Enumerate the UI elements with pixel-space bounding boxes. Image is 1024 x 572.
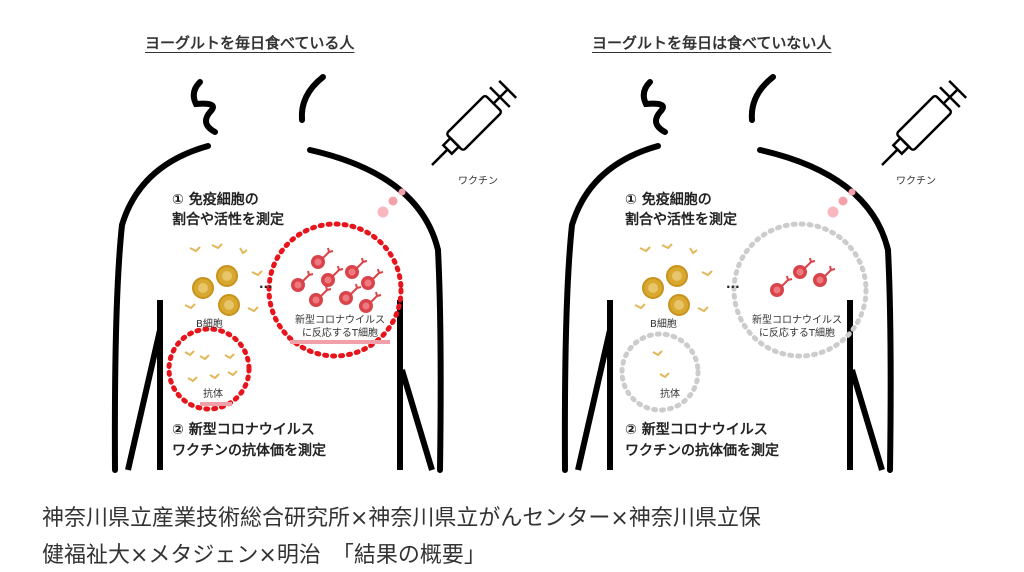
right-t-cell-circle [731,221,869,359]
right-t-cell-label: 新型コロナウイルス に反応するT細胞 [742,314,852,340]
left-step1-line2: 割合や活性を測定 [172,212,284,228]
left-t-cell-line1: 新型コロナウイルス [295,315,385,326]
right-t-cell-line1: 新型コロナウイルス [752,315,842,326]
right-panel-title: ヨーグルトを毎日は食べていない人 [592,34,832,52]
caption-line2: 健福祉大×メタジェン×明治 「結果の概要」 [42,543,486,568]
right-b-cell-label: B細胞 [650,319,677,330]
left-antibody-label: 抗体 [203,389,223,400]
left-t-cell-label: 新型コロナウイルス に反応するT細胞 [285,314,395,340]
right-step1-line2: 割合や活性を測定 [625,212,737,228]
right-ellipsis: ... [726,277,740,291]
left-step1-line1: ① 免疫細胞の [172,192,259,208]
left-b-cell-label: B細胞 [196,319,223,330]
left-ellipsis: ... [259,277,273,291]
left-t-cell-circle [266,221,404,359]
left-t-cell-line2: に反応するT細胞 [301,328,379,339]
right-step1-line1: ① 免疫細胞の [625,192,712,208]
right-body [565,77,968,470]
right-antibody-label: 抗体 [660,389,680,400]
right-t-cell-line2: に反応するT細胞 [758,328,836,339]
right-step2-line2: ワクチンの抗体価を測定 [625,443,779,459]
left-step2-line1: ② 新型コロナウイルス [172,422,315,438]
left-body [115,77,518,470]
right-antibody-circle [619,331,701,413]
left-panel-title: ヨーグルトを毎日食べている人 [145,34,355,52]
right-vaccine-label: ワクチン [896,176,936,187]
caption-line1: 神奈川県立産業技術総合研究所×神奈川県立がんセンター×神奈川県立保 [42,506,761,531]
left-step2-line2: ワクチンの抗体価を測定 [172,443,326,459]
right-step2-line1: ② 新型コロナウイルス [625,422,768,438]
left-vaccine-label: ワクチン [458,176,498,187]
left-antibody-circle [166,326,252,412]
